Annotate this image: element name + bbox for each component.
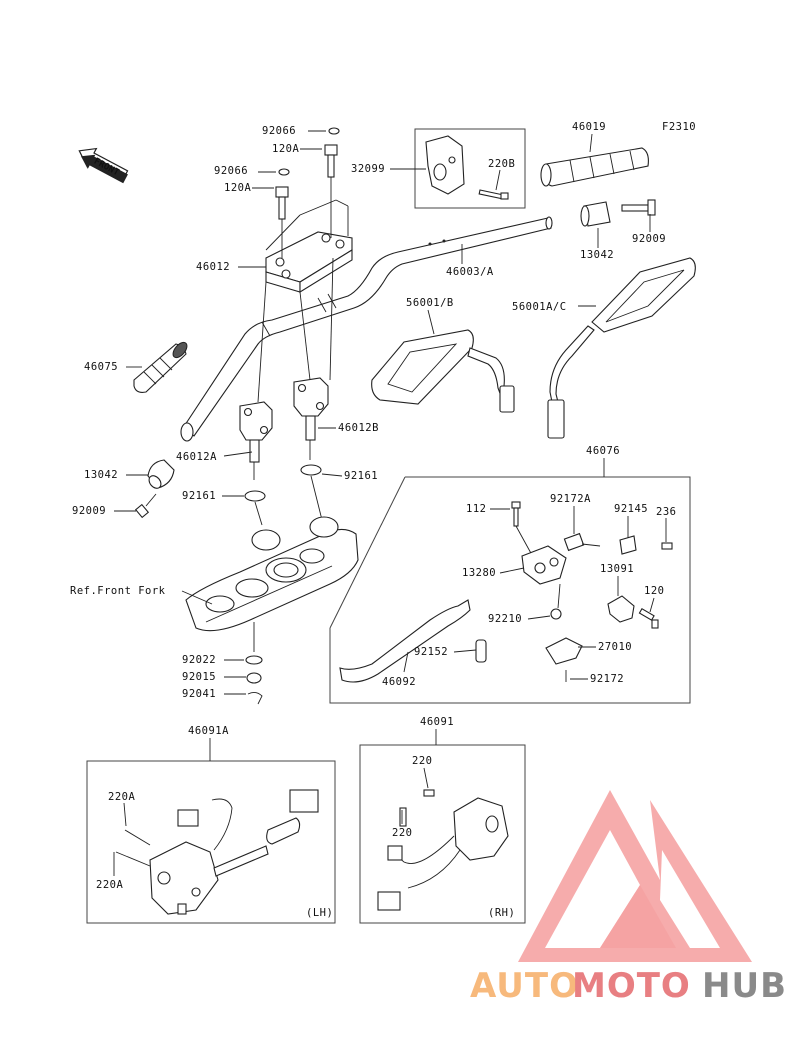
triple-clamp bbox=[185, 516, 359, 632]
watermark-logo: AUTO MOTO HUB bbox=[470, 790, 787, 1006]
label-92022: 92022 bbox=[182, 654, 216, 666]
label-46012b: 46012B bbox=[338, 422, 379, 434]
screw-236 bbox=[661, 542, 673, 550]
pin-92152 bbox=[475, 639, 487, 663]
bolt-120 bbox=[638, 608, 659, 629]
lower-holder-b bbox=[293, 377, 329, 460]
label-46091a: 46091A bbox=[188, 725, 229, 737]
washer-92022 bbox=[245, 655, 263, 665]
handlebar bbox=[180, 216, 553, 442]
right-bar-end bbox=[580, 201, 611, 227]
right-mirror bbox=[547, 257, 696, 439]
label-46019: 46019 bbox=[572, 121, 606, 133]
label-46076: 46076 bbox=[586, 445, 620, 457]
label-112: 112 bbox=[466, 503, 486, 515]
lower-holder-a bbox=[239, 401, 273, 480]
watermark-moto: MOTO bbox=[572, 966, 691, 1006]
label-92145: 92145 bbox=[614, 503, 648, 515]
label-92210: 92210 bbox=[488, 613, 522, 625]
master-cylinder-bracket bbox=[521, 545, 567, 585]
lh-label: (LH) bbox=[306, 907, 333, 919]
bolt-120a-upper bbox=[324, 144, 338, 238]
rh-switch-housing bbox=[377, 789, 509, 911]
rh-switch-box bbox=[359, 744, 526, 924]
label-56001b: 56001/B bbox=[406, 297, 454, 309]
label-46092: 46092 bbox=[382, 676, 416, 688]
left-bar-end bbox=[147, 459, 175, 489]
bolt-120a-lower bbox=[275, 186, 289, 258]
label-92066-a: 92066 bbox=[262, 125, 296, 137]
label-46012: 46012 bbox=[196, 261, 230, 273]
nut-92015 bbox=[246, 672, 262, 684]
lh-switch-housing bbox=[115, 789, 319, 915]
screw-92009-right bbox=[621, 199, 656, 216]
right-grip bbox=[540, 147, 649, 187]
ref-front-fork-label: Ref.Front Fork bbox=[70, 585, 166, 597]
label-120: 120 bbox=[644, 585, 664, 597]
label-92066-b: 92066 bbox=[214, 165, 248, 177]
label-13091: 13091 bbox=[600, 563, 634, 575]
label-220b: 220B bbox=[488, 158, 515, 170]
label-92172: 92172 bbox=[590, 673, 624, 685]
label-220a-a: 220A bbox=[108, 791, 135, 803]
diagram-code: F2310 bbox=[662, 121, 696, 133]
front-arrow-icon: FRONT bbox=[78, 147, 129, 184]
label-13042-b: 13042 bbox=[84, 469, 118, 481]
washer-92161-a bbox=[244, 490, 266, 502]
washer-92066-b bbox=[278, 168, 290, 176]
plate-92145 bbox=[619, 535, 637, 555]
switch-housing-box bbox=[414, 128, 526, 209]
label-13042-a: 13042 bbox=[580, 249, 614, 261]
label-220-b: 220 bbox=[392, 827, 412, 839]
upper-clamp bbox=[265, 231, 353, 293]
brake-lever bbox=[339, 599, 471, 683]
label-236: 236 bbox=[656, 506, 676, 518]
throttle-housing bbox=[425, 135, 509, 200]
watermark-auto: AUTO bbox=[470, 966, 579, 1006]
label-92172a: 92172A bbox=[550, 493, 591, 505]
label-27010: 27010 bbox=[598, 641, 632, 653]
label-92161-a: 92161 bbox=[182, 490, 216, 502]
screw-92009-left bbox=[134, 493, 157, 519]
switch-27010 bbox=[545, 637, 583, 665]
label-92009-b: 92009 bbox=[72, 505, 106, 517]
label-32099: 32099 bbox=[351, 163, 385, 175]
left-mirror bbox=[371, 329, 515, 413]
holder-13091 bbox=[607, 595, 635, 623]
label-92015: 92015 bbox=[182, 671, 216, 683]
left-grip bbox=[133, 341, 188, 393]
label-120a-b: 120A bbox=[224, 182, 251, 194]
label-46003a: 46003/A bbox=[446, 266, 494, 278]
label-220a-b: 220A bbox=[96, 879, 123, 891]
watermark-hub: HUB bbox=[702, 966, 787, 1006]
pin-92041 bbox=[247, 691, 263, 705]
label-92152: 92152 bbox=[414, 646, 448, 658]
washer-92066-a bbox=[328, 127, 340, 135]
washer-92161-b bbox=[300, 464, 322, 476]
label-46091: 46091 bbox=[420, 716, 454, 728]
label-92041: 92041 bbox=[182, 688, 216, 700]
lever-assembly-box bbox=[329, 476, 691, 704]
switch-92172a bbox=[563, 532, 601, 552]
label-92161-b: 92161 bbox=[344, 470, 378, 482]
label-13280: 13280 bbox=[462, 567, 496, 579]
label-92009-a: 92009 bbox=[632, 233, 666, 245]
lh-switch-box bbox=[86, 760, 336, 924]
label-56001ac: 56001A/C bbox=[512, 301, 567, 313]
labels: 92066 120A 92066 120A 32099 220B 46019 9… bbox=[70, 121, 676, 919]
nut-92210 bbox=[550, 608, 562, 620]
label-46075: 46075 bbox=[84, 361, 118, 373]
rh-label: (RH) bbox=[488, 907, 515, 919]
label-46012a: 46012A bbox=[176, 451, 217, 463]
label-120a-a: 120A bbox=[272, 143, 299, 155]
label-220-a: 220 bbox=[412, 755, 432, 767]
